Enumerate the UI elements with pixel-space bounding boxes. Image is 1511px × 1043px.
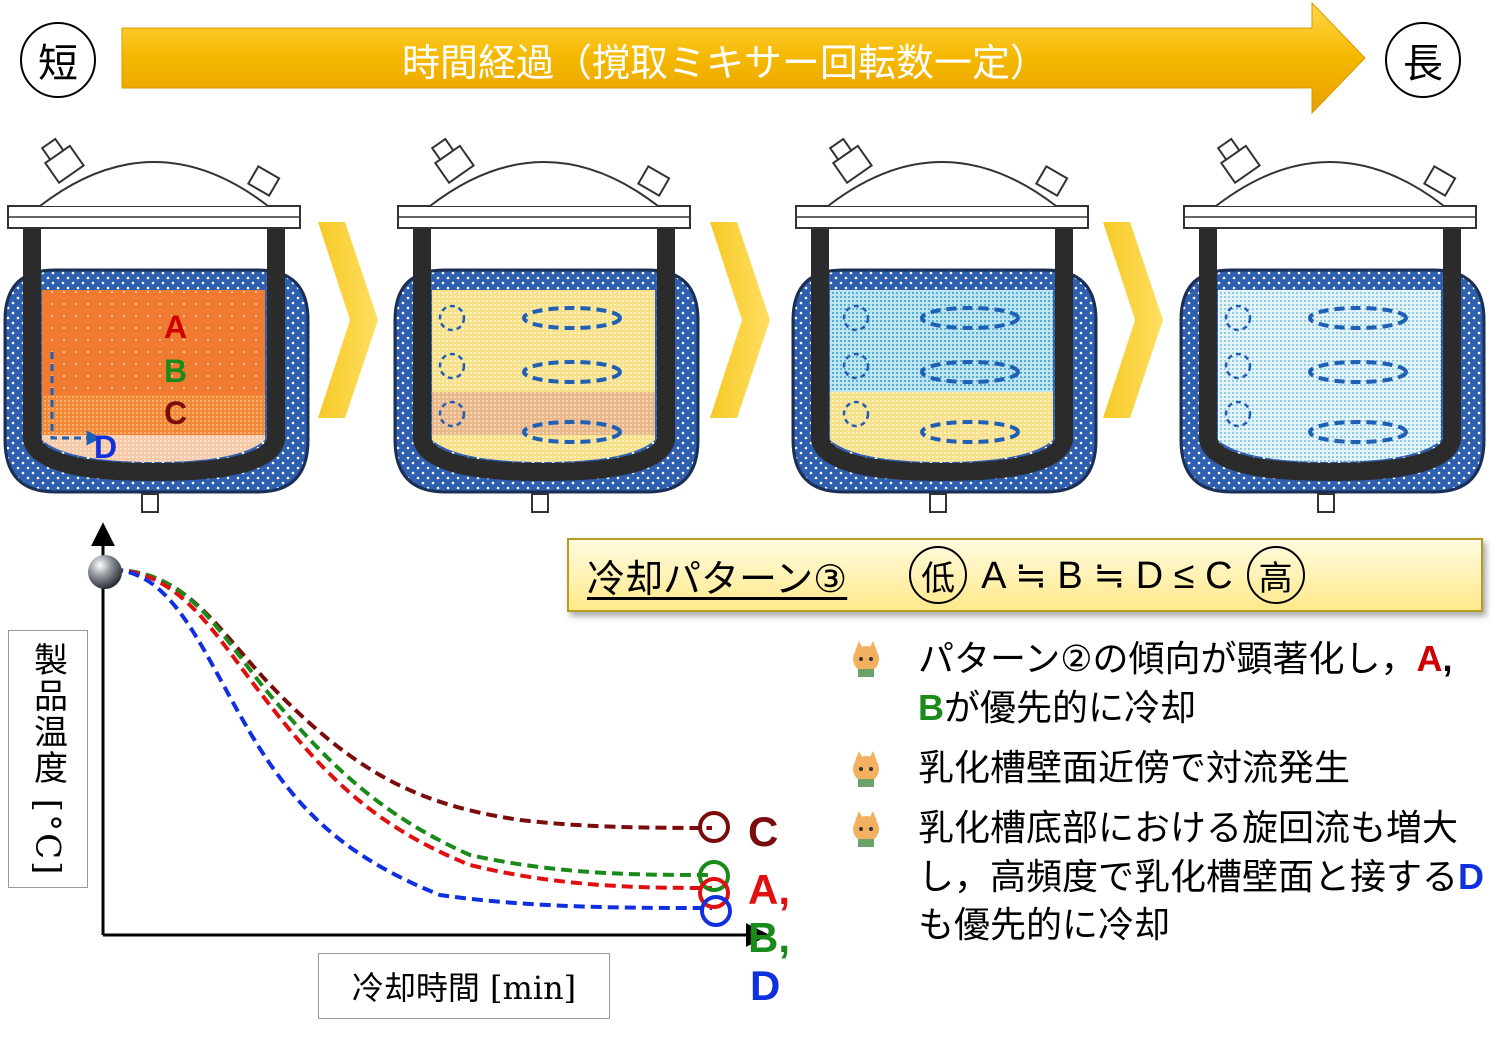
pattern-box: 冷却パターン③ 低 A ≒ B ≒ D ≤ C 高 [567, 538, 1483, 612]
long-label: 長 [1385, 22, 1461, 98]
tank-4 [1179, 137, 1486, 513]
bullet-1-a: A [1416, 638, 1443, 679]
x-axis-label-box: 冷却時間 [min] [318, 953, 610, 1019]
tank-1 [3, 137, 310, 513]
bullet-1-text-2: が優先的に冷却 [944, 688, 1197, 729]
end-marker-c [698, 811, 730, 843]
time-arrow-label: 時間経過（撹取ミキサー回転数一定） [401, 40, 1048, 85]
bullet-3-text-2: も優先的に冷却 [918, 905, 1171, 946]
chevron-arrow-3 [1103, 222, 1163, 418]
bullet-list: パターン②の傾向が顕著化し，A, Bが優先的に冷却 乳化槽壁面近傍で対流発生 乳化… [840, 635, 1490, 962]
chevron-arrow-2 [710, 222, 770, 418]
end-label-b: B, [748, 914, 790, 961]
start-point [88, 555, 122, 589]
bullet-1-comma: , [1442, 638, 1453, 679]
bullet-3: 乳化槽底部における旋回流も増大し，高頻度で乳化槽壁面と接するD も優先的に冷却 [840, 805, 1490, 950]
bullet-2: 乳化槽壁面近傍で対流発生 [840, 745, 1490, 793]
end-marker-b [698, 860, 730, 892]
cat-icon [853, 641, 879, 677]
pattern-relation: A ≒ B ≒ D ≤ C [981, 554, 1233, 597]
tank-2 [393, 137, 700, 513]
tank1-label-a: A [164, 309, 187, 345]
cooling-chart [88, 522, 770, 947]
tank1-label-c: C [164, 395, 187, 431]
process-diagram: A B C D [3, 1, 1486, 513]
bullet-1-text-1: パターン②の傾向が顕著化し， [918, 639, 1417, 680]
y-axis-label-box: 製品温度 [°C] [8, 630, 88, 888]
end-label-c: C [748, 808, 779, 855]
cat-icon [853, 751, 879, 787]
bullet-1: パターン②の傾向が顕著化し，A, Bが優先的に冷却 [840, 635, 1490, 733]
low-label: 低 [909, 546, 968, 604]
end-label-a: A, [748, 866, 790, 913]
bullet-3-text-1: 乳化槽底部における旋回流も増大し，高頻度で乳化槽壁面と接する [918, 808, 1459, 898]
end-marker-a [698, 877, 730, 909]
tank1-label-d: D [94, 429, 117, 465]
short-label: 短 [20, 22, 96, 98]
pattern-title: 冷却パターン③ [587, 556, 848, 601]
bullet-1-b: B [918, 687, 944, 728]
high-label: 高 [1246, 546, 1305, 604]
tank1-label-b: B [164, 353, 187, 389]
time-arrow [121, 1, 1366, 115]
x-axis-label: 冷却時間 [min] [351, 969, 577, 1007]
series-b-line [111, 568, 713, 877]
y-axis-label: 製品温度 [°C] [27, 641, 68, 877]
end-marker-d [700, 895, 732, 927]
series-c-line [111, 568, 713, 830]
cat-icon [853, 811, 879, 847]
bullet-2-text: 乳化槽壁面近傍で対流発生 [918, 748, 1351, 789]
series-a-line [111, 568, 713, 890]
chevron-arrow-1 [318, 222, 378, 418]
bullet-3-d: D [1458, 856, 1485, 897]
tank-3 [791, 137, 1098, 513]
end-label-d: D [750, 962, 781, 1009]
series-d-line [111, 568, 713, 910]
